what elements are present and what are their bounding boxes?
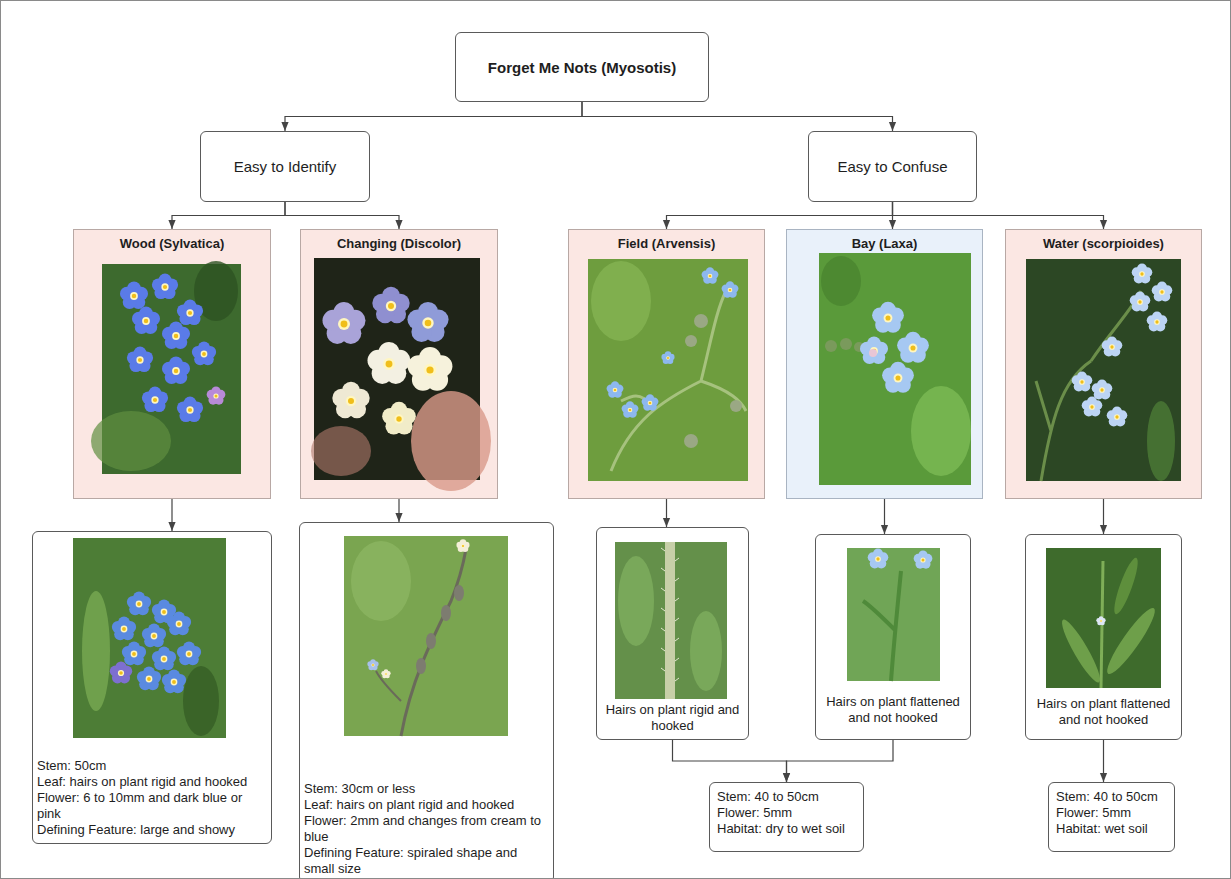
connector-arrow bbox=[673, 740, 787, 782]
label-text: Defining Feature: large and showy bbox=[37, 822, 267, 838]
detail-box: Hairs on plant flattened and not hooked bbox=[815, 534, 971, 740]
flower-photo bbox=[588, 259, 748, 481]
detail-box: Stem: 50cmLeaf: hairs on plant rigid and… bbox=[32, 531, 272, 844]
label-text: Easy to Confuse bbox=[837, 157, 947, 176]
flower-photo bbox=[311, 258, 491, 491]
connector-arrow bbox=[1103, 499, 1104, 534]
connector-arrow bbox=[398, 499, 399, 522]
heading-text: Water (scorpioides) bbox=[1006, 236, 1201, 252]
label-text: Hairs on plant rigid and hooked bbox=[597, 702, 748, 734]
connector-arrow bbox=[285, 202, 399, 229]
detail-box: Hairs on plant flattened and not hooked bbox=[1025, 534, 1182, 740]
flower-photo bbox=[819, 253, 971, 485]
habitat-box: Stem: 40 to 50cmFlower: 5mmHabitat: dry … bbox=[709, 782, 864, 852]
label-text: Hairs on plant flattened and not hooked bbox=[816, 694, 970, 726]
label-text: Leaf: hairs on plant rigid and hooked bbox=[304, 797, 549, 813]
label-text: Flower: 5mm bbox=[717, 805, 856, 821]
label-text: Defining Feature: spiraled shape and sma… bbox=[304, 845, 549, 877]
connector-arrow bbox=[893, 202, 1104, 229]
species-card: Field (Arvensis) bbox=[568, 229, 765, 499]
species-card: Wood (Sylvatica) bbox=[73, 229, 271, 499]
label-text: Easy to Identify bbox=[234, 157, 337, 176]
detail-box: Hairs on plant rigid and hooked bbox=[596, 527, 749, 740]
species-card: Water (scorpioides) bbox=[1005, 229, 1202, 499]
label-text: Habitat: dry to wet soil bbox=[717, 821, 856, 837]
connector-arrow bbox=[884, 499, 885, 534]
label-text: Stem: 40 to 50cm bbox=[1056, 789, 1167, 805]
heading-text: Changing (Discolor) bbox=[301, 236, 497, 252]
flower-photo bbox=[847, 548, 940, 681]
heading-text: Forget Me Nots (Myosotis) bbox=[488, 58, 676, 77]
category-box: Easy to Identify bbox=[200, 131, 370, 202]
connector-arrow bbox=[171, 499, 172, 531]
connector-arrow bbox=[666, 499, 667, 527]
label-text: Flower: 2mm and changes from cream to bl… bbox=[304, 813, 549, 845]
label-text: Stem: 40 to 50cm bbox=[717, 789, 856, 805]
title-box: Forget Me Nots (Myosotis) bbox=[455, 32, 709, 102]
connector-arrow bbox=[582, 102, 893, 131]
label-text: Habitat: wet soil bbox=[1056, 821, 1167, 837]
flower-photo bbox=[344, 536, 508, 736]
connector-arrow bbox=[1103, 740, 1104, 782]
species-card: Changing (Discolor) bbox=[300, 229, 498, 499]
label-text: Stem: 50cm bbox=[37, 758, 267, 774]
connector-arrow bbox=[172, 202, 285, 229]
species-card: Bay (Laxa) bbox=[786, 229, 983, 499]
category-box: Easy to Confuse bbox=[808, 131, 977, 202]
heading-text: Field (Arvensis) bbox=[569, 236, 764, 252]
connector-arrow bbox=[285, 102, 582, 131]
flower-photo bbox=[73, 538, 226, 738]
label-text: Stem: 30cm or less bbox=[304, 781, 549, 797]
habitat-box: Stem: 40 to 50cmFlower: 5mmHabitat: wet … bbox=[1048, 782, 1175, 852]
label-text: Flower: 5mm bbox=[1056, 805, 1167, 821]
label-text: Flower: 6 to 10mm and dark blue or pink bbox=[37, 790, 267, 822]
flower-photo bbox=[1046, 548, 1161, 688]
flower-photo bbox=[91, 261, 241, 474]
heading-text: Wood (Sylvatica) bbox=[74, 236, 270, 252]
detail-box: Stem: 30cm or lessLeaf: hairs on plant r… bbox=[299, 522, 554, 879]
flower-photo bbox=[615, 542, 727, 699]
heading-text: Bay (Laxa) bbox=[787, 236, 982, 252]
label-text: Leaf: hairs on plant rigid and hooked bbox=[37, 774, 267, 790]
connector-arrow bbox=[667, 202, 893, 229]
label-text: Hairs on plant flattened and not hooked bbox=[1026, 696, 1181, 728]
flower-photo bbox=[1026, 259, 1181, 481]
connector-arrow bbox=[787, 740, 894, 782]
